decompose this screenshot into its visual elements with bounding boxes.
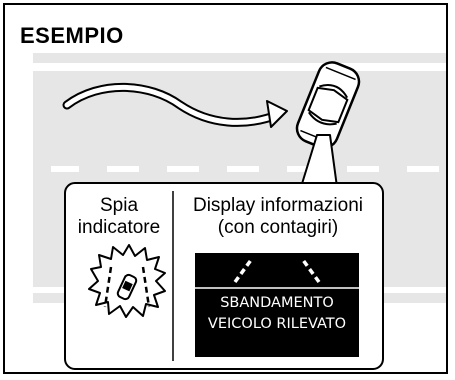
indicator-label: Spia indicatore (77, 195, 161, 238)
example-frame: ESEMPIO (3, 3, 448, 374)
info-display (195, 253, 359, 357)
center-dashed-line (51, 166, 439, 172)
lane-departure-warning-icon (88, 244, 166, 318)
illustration (33, 53, 446, 370)
lane-lines-icon (233, 258, 321, 284)
display-label: Display informazioni (con contagiri) (192, 195, 363, 238)
car-icon (295, 61, 361, 149)
display-message: SBANDAMENTO VEICOLO RILEVATO (207, 295, 347, 332)
example-title: ESEMPIO (20, 23, 124, 48)
road-edge-top (33, 53, 446, 63)
swerve-arrow-icon (62, 82, 288, 128)
